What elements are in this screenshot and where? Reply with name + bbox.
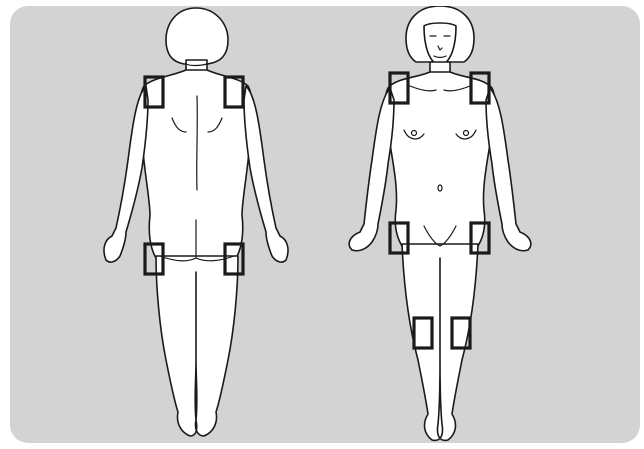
front-torso (385, 72, 495, 246)
back-legs (156, 256, 238, 436)
front-arm-left (486, 88, 531, 251)
back-head (166, 8, 228, 64)
diagram-panel (10, 6, 640, 443)
front-arm-right (349, 88, 394, 251)
body-diagram (10, 6, 640, 443)
back-arm-right (244, 86, 288, 262)
back-view-figure (104, 8, 288, 436)
front-view-figure (349, 6, 531, 440)
back-arm-left (104, 86, 148, 262)
